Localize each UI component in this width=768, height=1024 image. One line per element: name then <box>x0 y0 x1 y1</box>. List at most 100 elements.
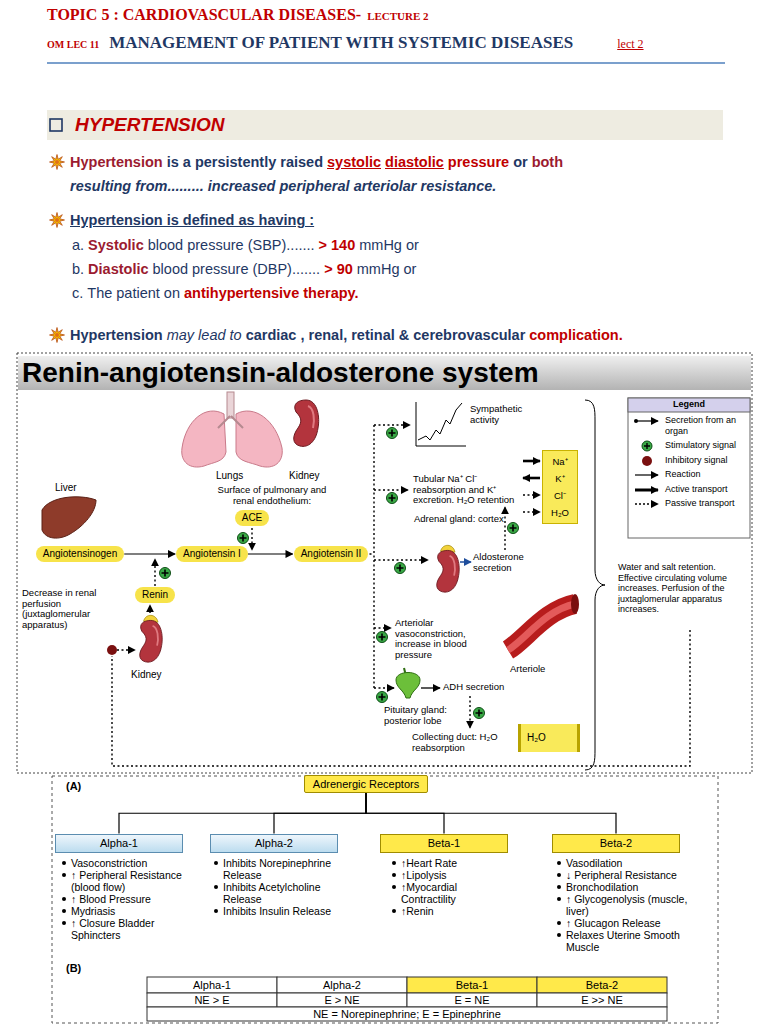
list-item: ↓ Peripheral Resistance <box>557 869 689 881</box>
text-run: > 90 <box>324 260 353 278</box>
pituitary-drawing <box>396 673 420 699</box>
arteriole-drawing <box>508 594 579 650</box>
figure-title: Renin-angiotensin-aldosterone system <box>18 356 751 390</box>
text-run: resulting from......... increased periph… <box>70 177 496 195</box>
table-grid <box>537 993 667 1007</box>
chart-frame <box>52 776 718 1023</box>
stimulatory-sign <box>508 523 519 534</box>
text-line: resulting from......... increased periph… <box>70 177 500 195</box>
root-box: Adrenergic Receptors <box>304 775 428 793</box>
arteriole-drawing <box>508 604 575 650</box>
checkbox-icon <box>49 118 64 133</box>
molecule-box: Angiotensinogen <box>36 546 125 562</box>
signal-line <box>374 489 408 490</box>
bullet-dot <box>392 861 396 865</box>
signal-line <box>374 627 391 628</box>
signal-line <box>374 687 394 688</box>
legend-sample <box>632 415 662 427</box>
reaction-arrow <box>421 687 440 688</box>
signal-line <box>374 559 428 560</box>
node-text: Renin <box>142 589 168 601</box>
effect-text: ↑ Blood Pressure <box>71 893 151 905</box>
legend-text: Passive transport <box>665 498 748 509</box>
activity-graph <box>416 402 466 446</box>
list-item: ↑ Glycogenolysis (muscle, liver) <box>557 893 689 917</box>
text-run: blood pressure (SBP)....... <box>148 236 315 254</box>
chart-frame <box>52 776 718 1023</box>
organ-label: Pituitary gland: posterior lobe <box>384 705 466 726</box>
table-cell: E = NE <box>407 993 537 1007</box>
text-run: diastolic <box>385 153 444 171</box>
effect-label: Aldosterone secretion <box>473 552 543 573</box>
bullet-dot <box>392 873 396 877</box>
text-run: LECTURE 2 <box>367 7 428 25</box>
text-run: Hypertension <box>70 326 163 344</box>
effect-text: ↑ Peripheral Resistance (blood flow) <box>71 869 190 893</box>
legend-sample <box>644 443 650 449</box>
reaction-arrow <box>248 553 293 554</box>
list-item: Vasodilation <box>557 857 689 869</box>
arteriole-drawing <box>508 604 575 650</box>
node-text: ACE <box>242 512 263 524</box>
text-run: Hypertension <box>70 153 163 171</box>
legend-row: Secretion from an organ <box>632 415 748 436</box>
table-cell: Beta-2 <box>537 977 667 993</box>
legend-text: Stimulatory signal <box>665 440 748 451</box>
legend-sample <box>632 498 662 510</box>
section-heading: HYPERTENSION <box>47 110 723 140</box>
list-item: ↑Myocardial Contractility <box>392 881 510 905</box>
bullet-dot <box>557 921 561 925</box>
legend-sample <box>632 440 662 452</box>
text-run: systolic <box>327 153 381 171</box>
effect-list: ↑Heart Rate↑Lipolysis↑Myocardial Contrac… <box>392 857 510 917</box>
signal-line <box>469 696 470 728</box>
signal-line <box>251 528 252 550</box>
legend-sample <box>632 469 662 481</box>
effect-text: ↑ Glycogenolysis (muscle, liver) <box>566 893 689 917</box>
table-grid <box>277 993 407 1007</box>
pituitary-drawing <box>396 668 420 698</box>
table-grid <box>537 977 667 993</box>
list-item: Inhibits Insulin Release <box>214 905 344 917</box>
node-text: Renin-angiotensin-aldosterone system <box>22 356 751 390</box>
legend-row: Active transport <box>632 484 748 495</box>
organ-label: Kidney <box>131 669 162 681</box>
text-line: c.The patient onantihypertensive therapy… <box>72 284 363 302</box>
receptor-box: Alpha-2 <box>210 834 338 853</box>
effect-text: Mydriasis <box>71 905 115 917</box>
text-run: or <box>513 153 528 171</box>
stimulatory-sign <box>377 692 388 703</box>
list-item: Vasoconstriction <box>62 857 190 869</box>
kidney-drawing <box>437 545 459 592</box>
table-cell: Alpha-2 <box>277 977 407 993</box>
bullet-dot <box>557 897 561 901</box>
stimulatory-sign <box>387 428 398 439</box>
text-run: b. <box>72 260 84 278</box>
list-item: ↑ Glucagon Release <box>557 917 689 929</box>
text-run: MANAGEMENT OF PATIENT WITH SYSTEMIC DISE… <box>109 34 573 52</box>
arteriole-drawing <box>571 594 579 614</box>
effect-list: Inhibits Norepinephrine ReleaseInhibits … <box>214 857 344 917</box>
list-item: ↑ Peripheral Resistance (blood flow) <box>62 869 190 893</box>
table-grid <box>147 993 277 1007</box>
reaction-arrow <box>124 553 175 554</box>
effect-list: Vasodilation↓ Peripheral ResistanceBronc… <box>557 857 689 953</box>
inhibitory-sign <box>107 645 117 655</box>
bullet-dot <box>557 873 561 877</box>
node-text: HYPERTENSION <box>75 110 723 140</box>
receptor-box: Beta-1 <box>380 834 508 853</box>
text-run: > 140 <box>319 236 356 254</box>
node-text: K⁺ <box>543 470 577 487</box>
enzyme-box: ACE <box>235 510 270 526</box>
effect-text: Vasodilation <box>566 857 622 869</box>
node-text: Angiotensinogen <box>43 548 118 560</box>
molecule-box: Angiotensin II <box>294 546 369 562</box>
bullet-dot <box>557 933 561 937</box>
bullet-star <box>50 155 65 170</box>
table-grid <box>277 977 407 993</box>
brace <box>585 400 605 770</box>
enzyme-box: Renin <box>135 587 175 603</box>
water-box: H₂O <box>518 724 580 752</box>
legend-text: Reaction <box>665 469 748 480</box>
panel-letter: (B) <box>66 962 81 975</box>
